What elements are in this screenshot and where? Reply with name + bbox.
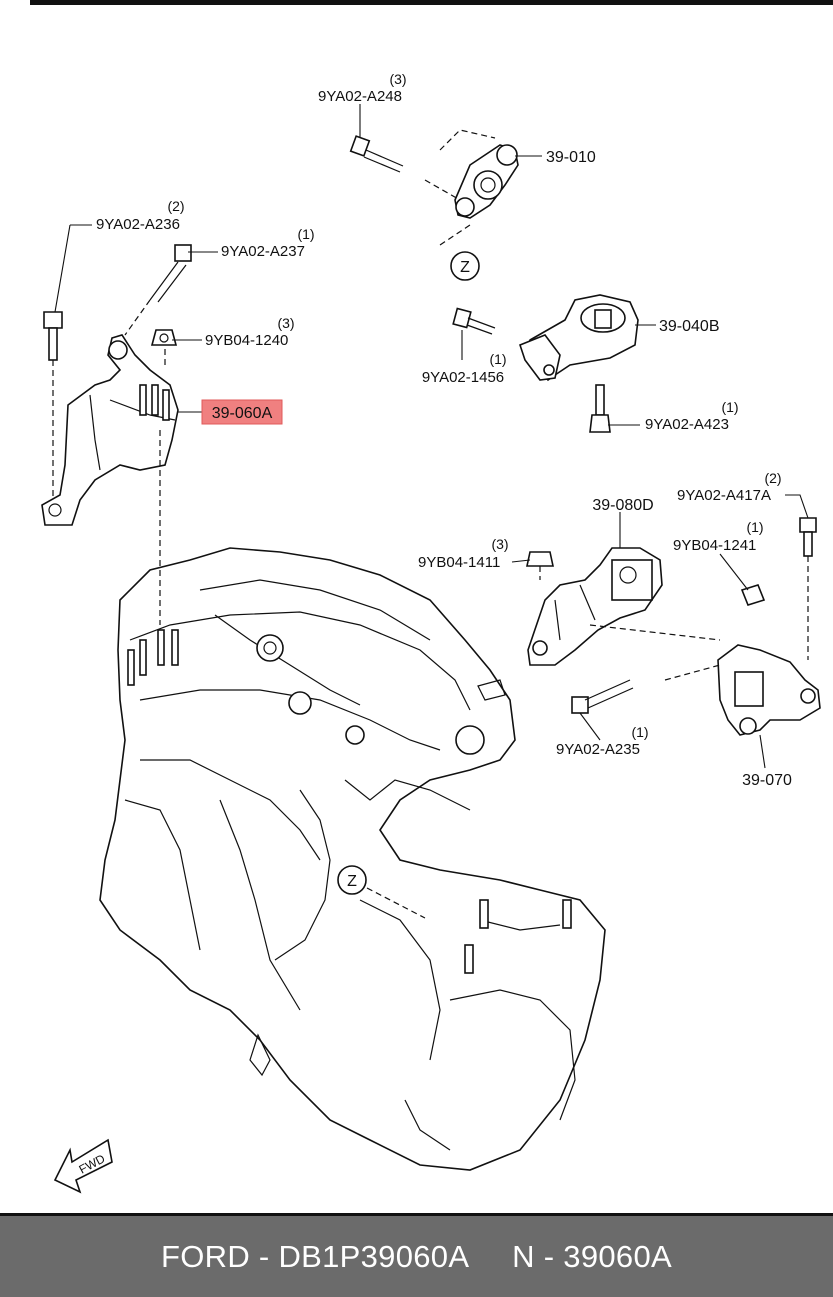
part-label-a235: (1) 9YA02-A235 [556,724,649,758]
z-marker-bottom: Z [337,865,426,919]
fwd-arrow-icon: FWD [53,1138,113,1194]
part-qty: (3) [389,71,406,87]
part-code: 9YB04-1240 [205,332,288,349]
part-code: 9YA02-A423 [645,416,729,433]
part-qty: (1) [721,399,738,415]
part-code: 9YB04-1241 [673,537,756,554]
bolt-a235-drawing [571,679,634,714]
z-marker-top-label: Z [460,259,470,276]
part-code: 39-010 [546,149,596,166]
part-qty: (3) [491,536,508,552]
mount-39-060a-drawing [41,334,179,625]
part-qty: (1) [746,519,763,535]
part-label-1241: (1) 9YB04-1241 [673,519,764,554]
z-marker-top: Z [450,251,480,281]
mount-39-080d-drawing [527,547,663,666]
part-label-39-040b: 39-040B [659,318,720,335]
part-qty: (1) [489,351,506,367]
part-code: 39-070 [742,772,792,789]
part-label-a237: (1) 9YA02-A237 [221,226,315,260]
part-label-1456: (1) 9YA02-1456 [422,351,507,386]
part-code: 9YA02-1456 [422,369,504,386]
part-code: 9YA02-A417A [677,487,771,504]
footer-bar: FORD - DB1P39060A N - 39060A [0,1213,833,1297]
part-qty: (1) [297,226,314,242]
part-label-39-060a: 39-060A [201,399,283,425]
part-qty: (2) [764,470,781,486]
part-code: 39-040B [659,318,720,335]
part-code-highlighted: 39-060A [212,405,273,422]
bolt-1456-drawing [452,307,496,335]
part-label-39-070: 39-070 [742,772,792,789]
mount-39-040b-drawing [519,294,639,382]
bolt-a237-drawing [124,244,192,336]
top-border [30,0,833,5]
part-label-a248: (3) 9YA02-A248 [318,71,407,105]
engine-block-drawing [99,547,606,1171]
part-label-a417a: (2) 9YA02-A417A [677,470,782,504]
bolt-a236-drawing [43,311,63,500]
highlight-box [201,399,283,425]
part-qty: (1) [631,724,648,740]
bolt-a417a-drawing [799,517,817,660]
part-label-a236: (2) 9YA02-A236 [96,198,185,233]
bolt-1241-drawing [740,584,766,606]
part-label-39-010: 39-010 [546,149,596,166]
part-label-1411: (3) 9YB04-1411 [418,536,509,571]
z-marker-bottom-label: Z [347,873,357,890]
nut-1411-drawing [526,551,554,580]
engine-mount-diagram: Z Z FWD (3) 9YA02-A248 39-010 (2) 9YA02-… [41,71,821,1194]
footer-part-number: FORD - DB1P39060A N - 39060A [160,1238,672,1274]
part-code: 39-080D [592,497,653,514]
part-label-1240: (3) 9YB04-1240 [205,315,295,349]
leader-lines [54,104,809,769]
part-code: 9YA02-A237 [221,243,305,260]
part-label-39-080d: 39-080D [592,497,653,514]
part-label-a423: (1) 9YA02-A423 [645,399,739,433]
part-qty: (2) [167,198,184,214]
part-qty: (3) [277,315,294,331]
mount-39-010-drawing [424,129,519,246]
bolt-a248-drawing [349,135,404,173]
part-code: 9YA02-A248 [318,88,402,105]
part-code: 9YA02-A236 [96,216,180,233]
part-code: 9YB04-1411 [418,554,500,571]
part-code: 9YA02-A235 [556,741,640,758]
bolt-a423-drawing [589,384,611,433]
mount-39-070-drawing [589,624,821,736]
nut-1240-drawing [150,329,178,346]
